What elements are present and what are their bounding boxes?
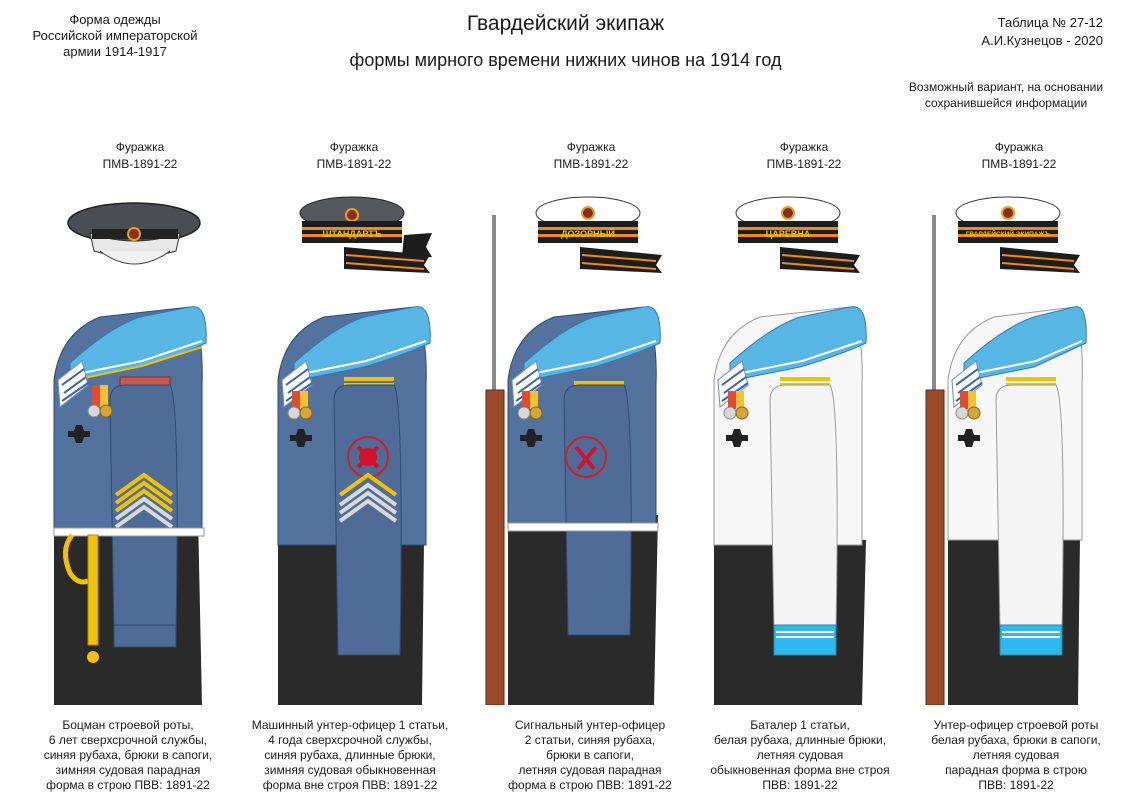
cap-code: ПМВ-1891-22 <box>316 157 392 171</box>
header-left-line: Российской императорской <box>32 28 198 43</box>
variant-note: Возможный вариант, на основании сохранив… <box>906 79 1106 111</box>
medals <box>68 385 113 443</box>
cap-code: ПМВ-1891-22 <box>981 157 1057 171</box>
peaked-cap <box>67 202 201 265</box>
header-left-line: армии 1914-1917 <box>63 44 167 59</box>
description-line: 4 года сверхсрочной службы, <box>268 733 432 747</box>
figure-description-3: Сигнальный унтер-офицер 2 статьи, синяя … <box>480 718 700 793</box>
cap-title: Фуражка <box>779 140 829 154</box>
dirk-icon <box>63 533 99 663</box>
uniform-figure-4: ЦАРЕВНА <box>713 196 867 705</box>
figure-description-4: Баталер 1 статьи, белая рубаха, длинные … <box>690 718 910 793</box>
variant-note-line: сохранившейся информации <box>924 96 1088 110</box>
cap-label-group-2: Фуражка ПМВ-1891-22 <box>254 139 454 173</box>
table-number: Таблица № 27-12 <box>997 15 1103 30</box>
peakless-cap: ШТАНДАРТЪ <box>299 196 432 273</box>
description-line: Баталер 1 статьи, <box>750 718 850 732</box>
rifle-with-bayonet-icon <box>485 215 505 705</box>
description-line: обыкновенная форма вне строя <box>710 763 890 777</box>
header-right: Таблица № 27-12 А.И.Кузнецов - 2020 <box>981 14 1103 50</box>
cap-label-group-3: Фуражка ПМВ-1891-22 <box>491 139 691 173</box>
header-left-line: Форма одежды <box>69 12 161 27</box>
cap-title: Фуражка <box>115 140 165 154</box>
description-line: летняя судовая парадная <box>518 763 662 777</box>
cuff <box>999 624 1063 656</box>
description-line: летняя судовая <box>756 748 844 762</box>
cap-code: ПМВ-1891-22 <box>553 157 629 171</box>
peakless-cap: ГВАРДЕЙСКИЙ ЭКИПАЖЪ <box>955 196 1080 273</box>
description-line: 2 статьи, синяя рубаха, <box>524 733 656 747</box>
description-line: синяя рубаха, брюки в сапоги, <box>43 748 213 762</box>
rank-chevrons <box>114 472 174 529</box>
cap-code: ПМВ-1891-22 <box>766 157 842 171</box>
description-line: Сигнальный унтер-офицер <box>514 718 666 732</box>
cap-ribbon-text: ГВАРДЕЙСКИЙ ЭКИПАЖЪ <box>966 229 1051 238</box>
peakless-cap: ЦАРЕВНА <box>735 196 860 273</box>
description-line: зимняя судовая обыкновенная <box>264 763 436 777</box>
cuff <box>773 624 837 656</box>
author: А.И.Кузнецов - 2020 <box>981 33 1103 48</box>
cap-title: Фуражка <box>566 140 616 154</box>
description-line: парадная форма в строю <box>945 763 1087 777</box>
cap-ribbon-text: ЦАРЕВНА <box>766 229 811 239</box>
rank-chevrons <box>338 472 398 523</box>
description-line: зимняя судовая парадная <box>55 763 201 777</box>
description-line: белая рубаха, длинные брюки, <box>713 733 887 747</box>
rifle-with-bayonet-icon <box>925 215 945 705</box>
description-line: ПВВ: 1891-22 <box>978 778 1054 792</box>
description-line: Унтер-офицер строевой роты <box>933 718 1099 732</box>
sleeve <box>109 384 178 636</box>
description-line: ПВВ: 1891-22 <box>762 778 838 792</box>
cap-label-group-1: Фуражка ПМВ-1891-22 <box>40 139 240 173</box>
cap-code: ПМВ-1891-22 <box>102 157 178 171</box>
cap-ribbon-text: ШТАНДАРТЪ <box>322 229 381 239</box>
page-subtitle: формы мирного времени нижних чинов на 19… <box>349 50 782 70</box>
description-line: Боцман строевой роты, <box>62 718 194 732</box>
uniform-figure-3: ДОЗОРНЫЙ <box>485 196 662 705</box>
description-line: брюки в сапоги, <box>546 748 634 762</box>
variant-note-line: Возможный вариант, на основании <box>908 80 1104 94</box>
figure-description-1: Боцман строевой роты, 6 лет сверхсрочной… <box>18 718 238 793</box>
figure-description-5: Унтер-офицер строевой роты белая рубаха,… <box>906 718 1126 793</box>
cap-label-group-4: Фуражка ПМВ-1891-22 <box>704 139 904 173</box>
description-line: 6 лет сверхсрочной службы, <box>48 733 208 747</box>
description-line: форма в строю ПВВ: 1891-22 <box>508 778 672 792</box>
cap-label-group-5: Фуражка ПМВ-1891-22 <box>919 139 1119 173</box>
description-line: белая рубаха, брюки в сапоги, <box>931 733 1101 747</box>
description-line: летняя судовая <box>972 748 1060 762</box>
cap-title: Фуражка <box>994 140 1044 154</box>
peakless-cap: ДОЗОРНЫЙ <box>535 196 662 273</box>
header-left: Форма одежды Российской императорской ар… <box>25 12 205 60</box>
description-line: Машинный унтер-офицер 1 статьи, <box>251 718 449 732</box>
cap-ribbon-text: ДОЗОРНЫЙ <box>561 228 615 239</box>
uniform-figure-1 <box>53 202 207 705</box>
uniform-figure-2: ШТАНДАРТЪ <box>277 196 432 705</box>
description-line: синяя рубаха, длинные брюки, <box>264 748 436 762</box>
cap-title: Фуражка <box>329 140 379 154</box>
uniform-figure-5: ГВАРДЕЙСКИЙ ЭКИПАЖЪ <box>925 196 1087 705</box>
figure-description-2: Машинный унтер-офицер 1 статьи, 4 года с… <box>240 718 460 793</box>
description-line: форма вне строя ПВВ: 1891-22 <box>262 778 438 792</box>
specialty-badge <box>565 436 607 478</box>
description-line: форма в строю ПВВ: 1891-22 <box>46 778 210 792</box>
page-title: Гвардейский экипаж <box>466 12 665 35</box>
